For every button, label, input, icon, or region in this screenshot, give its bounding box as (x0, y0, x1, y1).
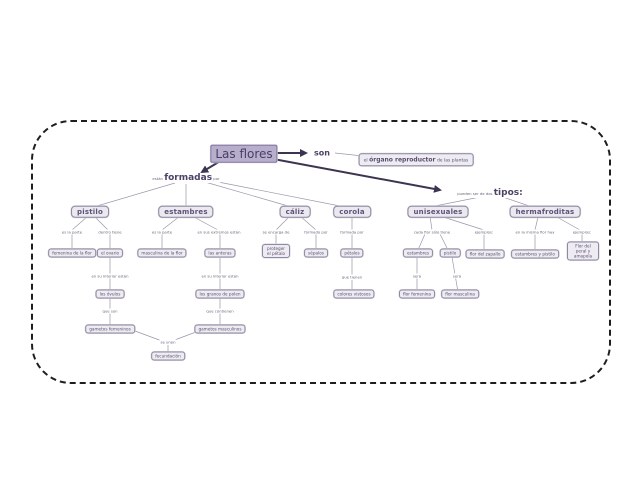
link-label: será (411, 273, 423, 279)
formadas-link: están formadas por (151, 173, 221, 183)
dashed-frame (31, 120, 611, 384)
link-label: que tienen (340, 274, 364, 280)
colores-node[interactable]: colores vistosos (333, 289, 375, 299)
link-label: ejemplos: (473, 229, 495, 235)
corola-node[interactable]: corola (333, 205, 371, 219)
link-label: en la misma flor hay (514, 229, 556, 235)
root-node[interactable]: Las flores (210, 144, 278, 164)
pistilo-type-node[interactable]: pistilo (439, 248, 461, 258)
link-label: se unen (159, 339, 177, 345)
definition-node[interactable]: el órgano reproductor de las plantas (358, 153, 474, 167)
ovario-node[interactable]: el ovario (96, 248, 124, 258)
link-label: cada flor sólo tiene (412, 229, 452, 235)
gametos-femeninos-node[interactable]: gametos femeninos (85, 324, 135, 334)
ovulos-node[interactable]: los óvulos (95, 289, 125, 299)
link-label: en sus extremos están (196, 229, 242, 235)
link-label: es la parte (150, 229, 174, 235)
fecundacion-node[interactable]: fecundación (151, 351, 185, 361)
masculina-node[interactable]: masculina de la flor (137, 248, 187, 258)
link-label: es la parte (60, 229, 84, 235)
link-label: en su interior están (200, 273, 240, 279)
link-label: que son (101, 308, 119, 314)
pistilo-node[interactable]: pistilo (71, 205, 109, 219)
zapallo-node[interactable]: flor del zapallo (465, 249, 505, 259)
link-label: se encarga de (261, 229, 291, 235)
link-label: ejemplos: (571, 229, 593, 235)
sepalos-node[interactable]: sépalos (304, 248, 328, 258)
anteras-node[interactable]: las anteras (204, 248, 236, 258)
petalos-node[interactable]: pétalos (340, 248, 364, 258)
son-link: son (313, 148, 331, 158)
gametos-masculinos-node[interactable]: gametos masculinos (194, 324, 246, 334)
hermafroditas-node[interactable]: hermafroditas (509, 205, 581, 219)
link-label: en su interior están (90, 273, 130, 279)
tipos-link: pueden ser de dos tipos: (456, 188, 524, 198)
link-label: que contienen (205, 308, 235, 314)
polen-node[interactable]: los granos de polen (195, 289, 245, 299)
flor-masculina-node[interactable]: flor masculina (441, 289, 479, 299)
estambres-pistilo-node[interactable]: estambres y pistilo (511, 249, 559, 259)
link-label: será (451, 273, 463, 279)
proteger-node[interactable]: proteger el pétalo (262, 243, 290, 259)
caliz-node[interactable]: cáliz (279, 205, 311, 219)
peral-amapola-node[interactable]: Flor del peral y amapola (567, 241, 599, 261)
link-label: formado por (303, 229, 329, 235)
link-label: formada por (339, 229, 365, 235)
estambres-type-node[interactable]: estambres (402, 248, 434, 258)
femenina-node[interactable]: femenina de la flor (48, 248, 96, 258)
estambres-node[interactable]: estambres (158, 205, 214, 219)
unisexuales-node[interactable]: unisexuales (407, 205, 469, 219)
link-label: dentro tiene (97, 229, 123, 235)
flor-femenina-node[interactable]: flor femenina (399, 289, 435, 299)
